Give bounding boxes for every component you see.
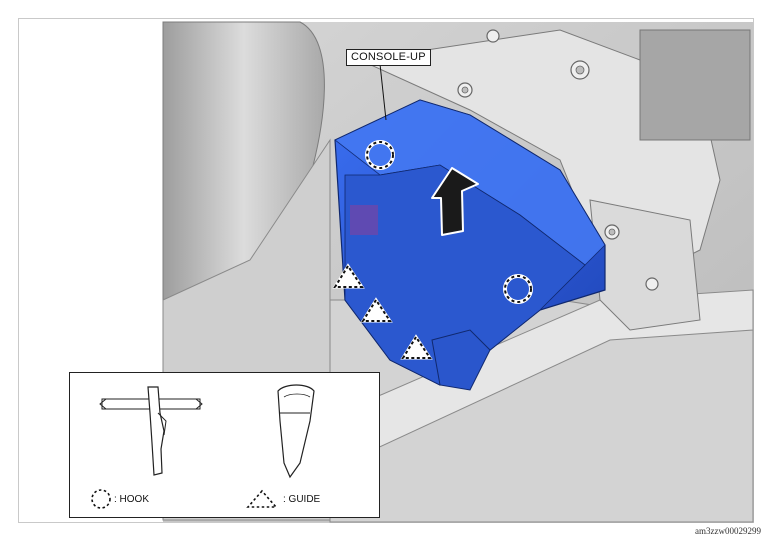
figure-code: am3zzw00029299 [695, 526, 761, 536]
legend-illustration [99, 384, 315, 479]
guide-legend-label: : GUIDE [283, 494, 321, 505]
hook-detail-drawing [99, 386, 203, 476]
console-up-marking [350, 205, 378, 235]
dark-recess [639, 29, 751, 141]
guide-marker-icon [400, 334, 433, 360]
console-up-tab [431, 329, 491, 391]
bolt-icon [457, 82, 473, 98]
dotted-circle-icon [91, 489, 111, 509]
callout-leader-line [379, 63, 387, 121]
hook-legend-label: : HOOK [114, 494, 150, 505]
dotted-triangle-icon [246, 489, 278, 508]
guide-marker-icon [360, 297, 393, 323]
bolt-icon [604, 224, 620, 240]
bolt-icon [645, 277, 659, 291]
console-up-front-face [344, 164, 586, 386]
guide-marker-icon [332, 263, 365, 289]
bolt-icon [570, 60, 590, 80]
bolt-icon [486, 29, 500, 43]
console-up-callout: CONSOLE-UP [346, 49, 431, 66]
guide-detail-drawing [277, 384, 315, 479]
arrow-up-icon [431, 167, 479, 236]
hook-marker-icon [504, 275, 532, 303]
hook-marker-icon [366, 141, 394, 169]
legend-box: : HOOK : GUIDE [69, 372, 380, 518]
